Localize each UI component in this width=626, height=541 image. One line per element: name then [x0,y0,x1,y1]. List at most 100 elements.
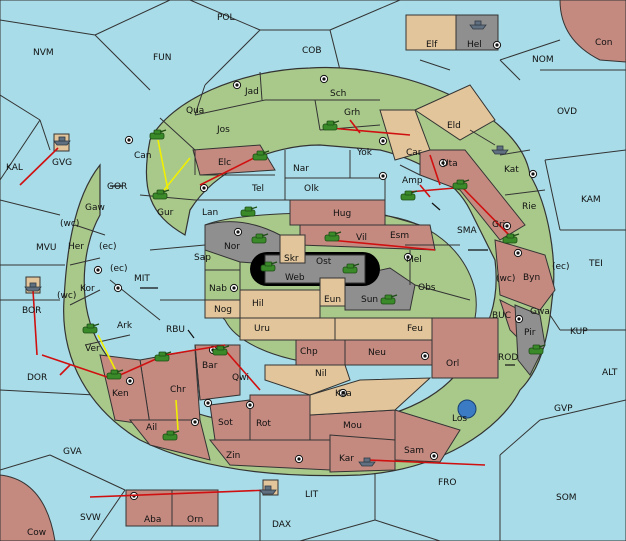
label-los: Los [452,414,467,424]
label-rie: Rie [522,202,537,212]
province-elf[interactable] [405,14,457,51]
label-byn: Byn [523,273,540,283]
label-zin: Zin [226,451,240,461]
label-cob: COB [302,46,322,56]
label-ec1: (ec) [99,242,117,252]
label-obs: Obs [418,283,436,293]
label-kal: KAL [6,163,23,173]
label-nab: Nab [209,284,227,294]
label-qwi: Qwi [232,373,249,383]
label-vil: Vil [356,233,367,243]
label-rod: ROD [498,353,518,363]
label-ost: Ost [316,257,332,267]
province-pir[interactable] [514,304,546,376]
province-skr-box[interactable] [279,234,306,264]
province-con[interactable] [559,0,626,63]
passage-arrows [110,185,515,366]
label-mit: MIT [134,274,150,284]
label-mvu: MVU [36,243,57,253]
label-jad: Jad [244,87,259,97]
label-gva: GVA [63,447,83,457]
label-esm: Esm [390,231,409,241]
label-bar: Bar [202,361,218,371]
label-grh: Grh [344,108,360,118]
label-hug: Hug [333,209,351,219]
label-mou: Mou [343,421,362,431]
label-car: Car [406,148,422,158]
label-nil: Nil [315,369,327,379]
label-jos: Jos [216,125,230,135]
label-ovd: OVD [557,107,577,117]
label-gvg: GVG [52,158,72,168]
tan-provinces [204,84,496,416]
label-tel: Tel [251,184,264,194]
label-ec2: (ec) [110,264,128,274]
label-bor: BOR [22,306,41,316]
label-tei: TEI [588,259,603,269]
label-hil: Hil [252,299,264,309]
label-chr: Chr [170,385,186,395]
land-labels: Jad Sch Qua Jos Grh Eld Can Elc Nar Yok … [57,87,570,525]
label-neu: Neu [368,348,386,358]
red-provinces [99,144,556,473]
label-feu: Feu [407,324,423,334]
label-buc: BUC [492,311,511,321]
sea-labels: POL COB NVM FUN NOM Con Elf Hel OVD KAL … [6,13,618,538]
label-kaa: Kaa [335,389,352,399]
label-rot: Rot [256,419,271,429]
label-pir: Pir [524,328,536,338]
label-skr: Skr [284,254,299,264]
label-ken: Ken [112,389,129,399]
label-kar: Kar [339,454,354,464]
label-kup: KUP [570,327,588,337]
label-sch: Sch [330,89,346,99]
label-gur: Gur [157,208,174,218]
province-borders [69,71,546,401]
label-fun: FUN [153,53,172,63]
label-con: Con [595,38,613,48]
label-rbu: RBU [166,325,185,335]
label-pol: POL [217,13,235,23]
label-ail: Ail [146,423,157,433]
label-sam: Sam [404,446,424,456]
label-cow: Cow [27,528,46,538]
label-mel: Mel [406,255,422,265]
label-sun: Sun [361,295,378,305]
label-elc: Elc [218,158,231,168]
label-eld: Eld [447,121,461,131]
label-sma: SMA [457,226,477,236]
label-svw: SVW [80,513,101,523]
label-fro: FRO [438,478,457,488]
label-chp: Chp [300,347,318,357]
label-gvp: GVP [554,404,573,414]
label-uta: Uta [442,159,458,169]
label-qua: Qua [186,106,204,116]
label-orl: Orl [446,359,459,369]
label-yok: Yok [356,148,373,158]
label-nar: Nar [293,164,309,174]
label-alt: ALT [602,368,618,378]
label-nog: Nog [214,305,232,315]
label-ark: Ark [117,321,133,331]
label-ver: Ver [85,344,100,354]
label-hel: Hel [467,40,482,50]
label-olk: Olk [304,184,320,194]
label-gwa: Gwa [530,307,550,317]
label-amp: Amp [402,176,423,186]
label-gri: Gri [492,220,505,230]
province-eun-box[interactable] [319,277,346,307]
label-uru: Uru [254,324,270,334]
label-kat: Kat [504,165,519,175]
label-dor: DOR [27,373,47,383]
label-wc1: (wc) [60,219,79,229]
units[interactable] [24,20,546,495]
label-orn: Orn [187,515,203,525]
label-sot: Sot [218,418,233,428]
order-arrows [19,119,513,498]
label-nom: NOM [532,55,554,65]
province-orn[interactable] [171,489,219,527]
label-gor: GOR [107,182,127,192]
label-som: SOM [556,493,577,503]
label-aba: Aba [144,515,161,525]
